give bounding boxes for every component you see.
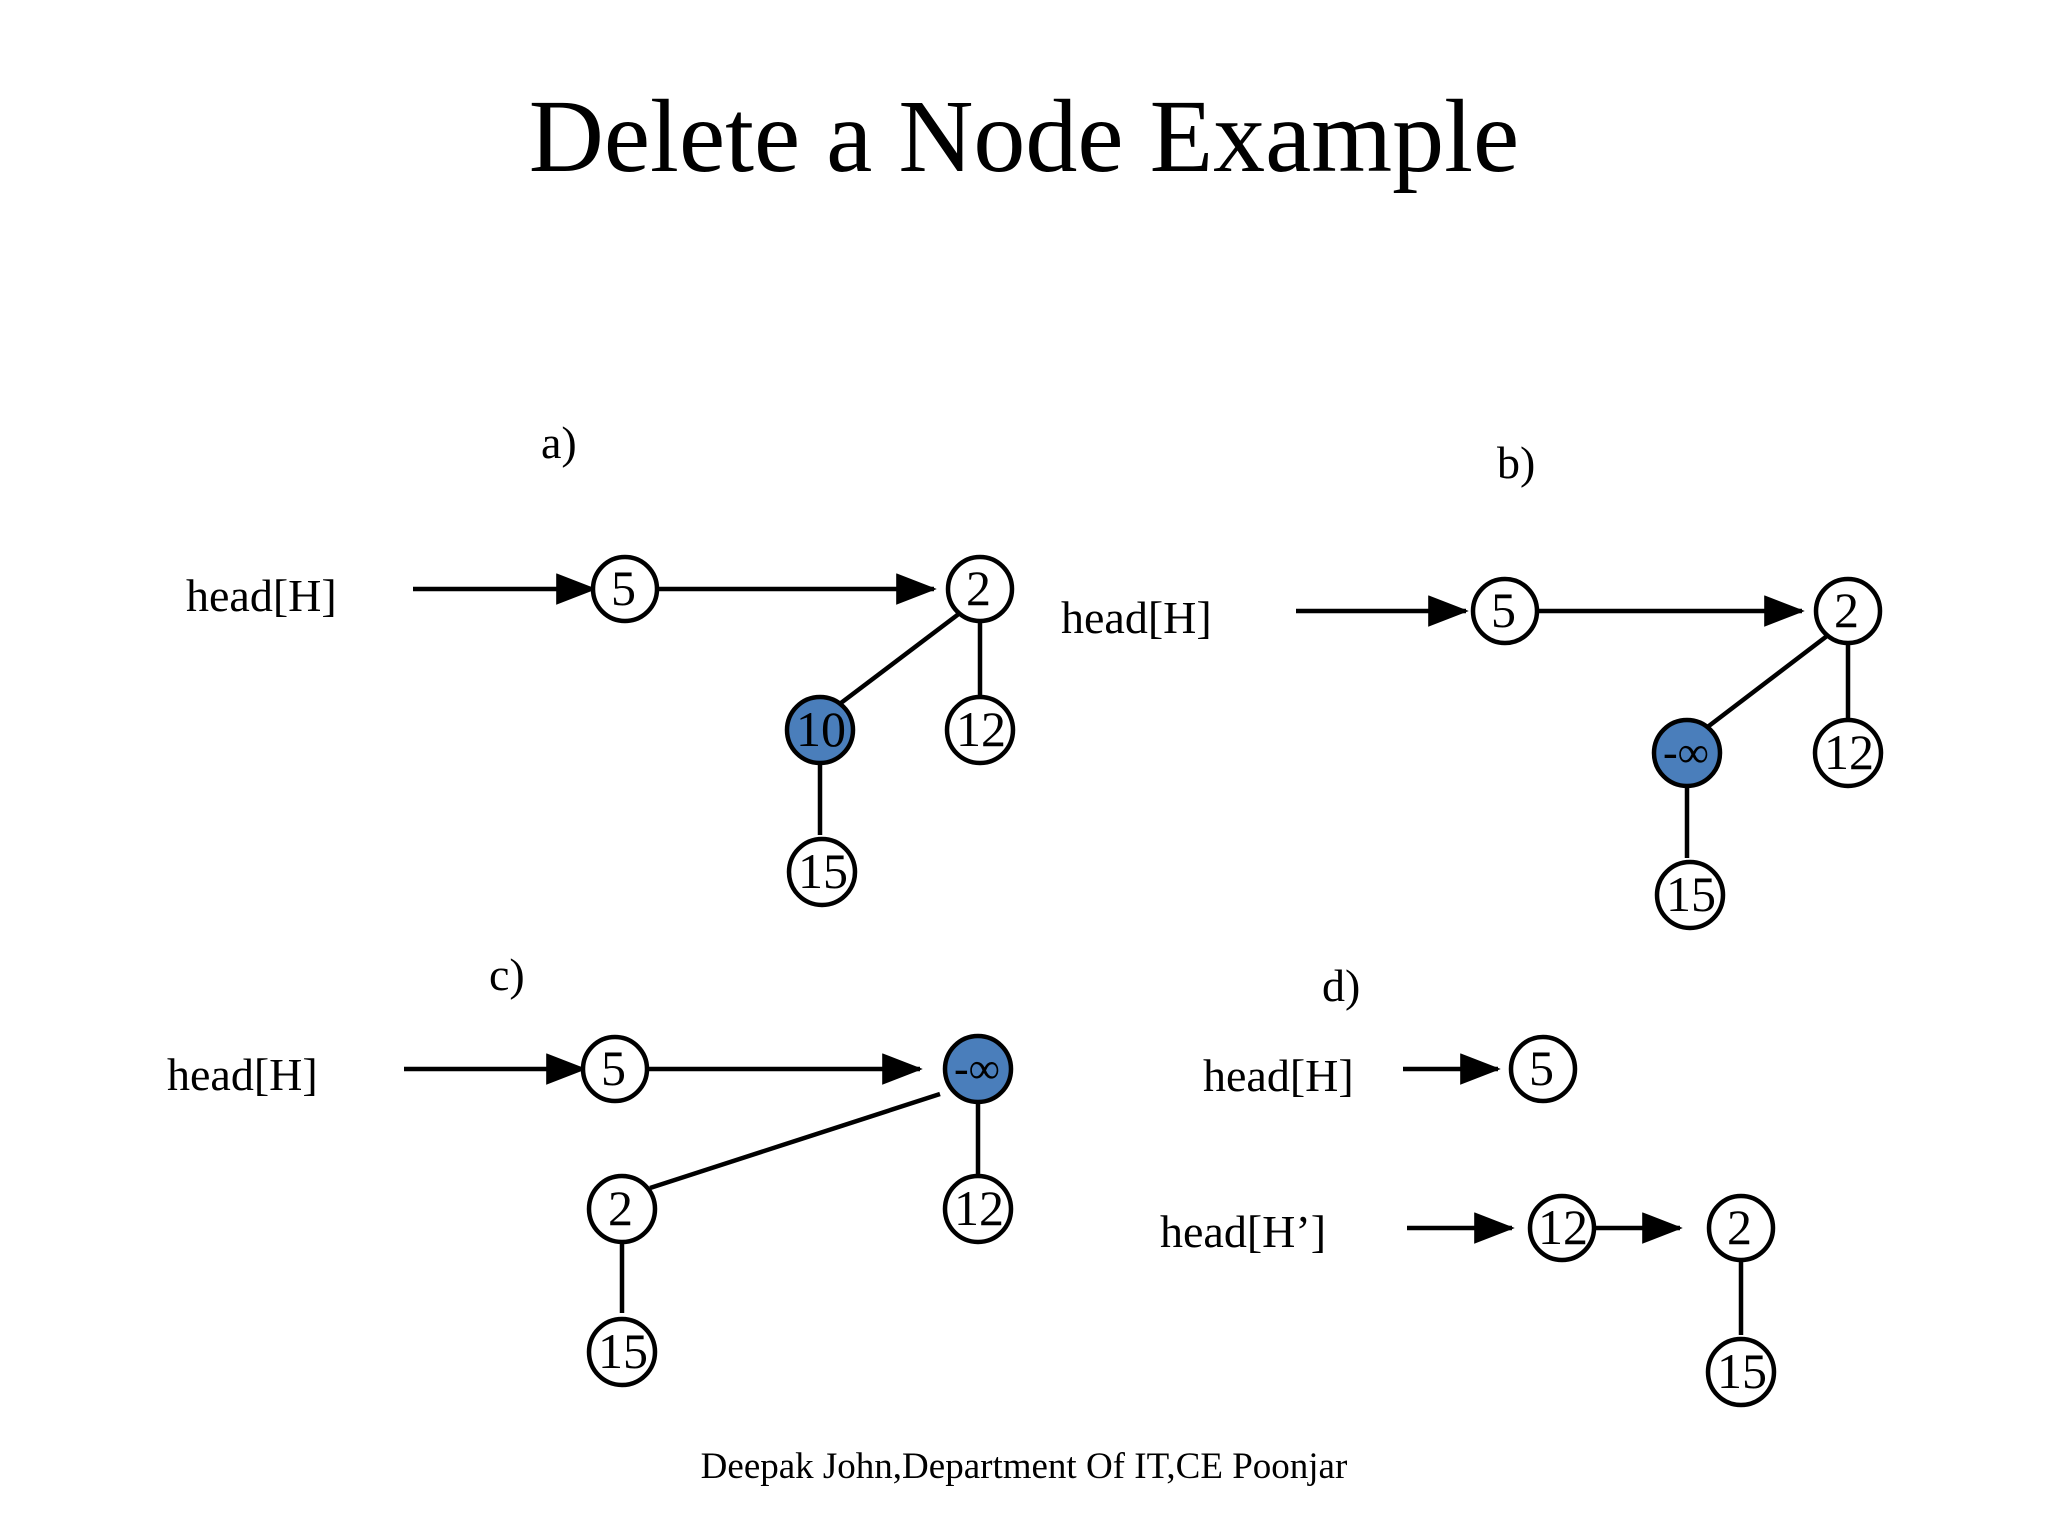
panel-d-node-5-label: 5 [1529, 1040, 1554, 1096]
panel-d-node-12-label: 12 [1538, 1199, 1588, 1255]
panel-a-node-15-circle [786, 836, 858, 908]
panel-d-group [1403, 1034, 1777, 1408]
panel-a-node-2-circle [945, 554, 1015, 624]
panel-b-group [1296, 576, 1884, 931]
panel-c-node-12-label: 12 [954, 1180, 1004, 1236]
panel-c-node-12-circle [942, 1173, 1014, 1245]
panel-d-head-label: head[H] [1203, 1050, 1354, 1101]
panel-a-node-10-circle [784, 694, 856, 766]
panel-label-a: a) [541, 417, 577, 468]
panel-c-node-5-circle [580, 1034, 650, 1104]
panel-d-head2-label: head[H’] [1160, 1206, 1327, 1257]
panel-b-node-2-circle [1813, 576, 1883, 646]
panel-a-node-10-label: 10 [796, 701, 846, 757]
panel-b-node-5-label: 5 [1491, 582, 1516, 638]
panel-a-group [413, 554, 1016, 908]
panel-d-node-15-circle [1705, 1336, 1777, 1408]
panel-b-node-15-label: 15 [1666, 866, 1716, 922]
panel-c-node-minf-circle [942, 1033, 1014, 1105]
panel-b-node-12-label: 12 [1824, 724, 1874, 780]
panel-a-head-label: head[H] [186, 570, 337, 621]
panel-c-node-5-label: 5 [601, 1040, 626, 1096]
panel-b-node-12-circle [1812, 717, 1884, 789]
panel-d-node-5-circle [1508, 1034, 1578, 1104]
panel-label-d: d) [1322, 960, 1361, 1011]
panel-b-node-2-label: 2 [1834, 582, 1859, 638]
panel-c-node-15-circle [586, 1316, 658, 1388]
panel-b-edge-minf-to-2 [1695, 634, 1829, 737]
panel-a-node-2-label: 2 [966, 560, 991, 616]
panel-b-node-minf-label: -∞ [1663, 728, 1710, 777]
panel-label-c: c) [489, 949, 525, 1000]
panel-a-node-5-label: 5 [611, 560, 636, 616]
panel-c-edge-2-to-minf [649, 1091, 941, 1191]
panel-d-node-2-label: 2 [1727, 1199, 1752, 1255]
panel-c-node-2-label: 2 [608, 1180, 633, 1236]
panel-c-head-label: head[H] [167, 1049, 318, 1100]
panel-a-node-5-circle [590, 554, 660, 624]
panel-b-node-minf-circle [1651, 717, 1723, 789]
footer-attribution: Deepak John,Department Of IT,CE Poonjar [700, 1446, 1348, 1487]
panel-c-node-15-label: 15 [598, 1323, 648, 1379]
panel-b-node-5-circle [1470, 576, 1540, 646]
panel-a-edge-10-to-2 [827, 611, 962, 714]
panel-d-node-2-circle [1706, 1193, 1776, 1263]
panel-a-node-12-label: 12 [956, 701, 1006, 757]
page-title: Delete a Node Example [528, 79, 1520, 194]
panel-label-b: b) [1497, 437, 1536, 488]
panel-b-node-15-circle [1654, 859, 1726, 931]
panel-c-node-minf-label: -∞ [954, 1044, 1001, 1093]
panel-d-node-12-circle [1527, 1193, 1597, 1263]
panel-a-node-15-label: 15 [798, 843, 848, 899]
panel-b-head-label: head[H] [1061, 592, 1212, 643]
panel-a-node-12-circle [944, 694, 1016, 766]
panel-c-group [404, 1033, 1014, 1388]
panel-d-node-15-label: 15 [1717, 1343, 1767, 1399]
panel-c-node-2-circle [586, 1173, 658, 1245]
